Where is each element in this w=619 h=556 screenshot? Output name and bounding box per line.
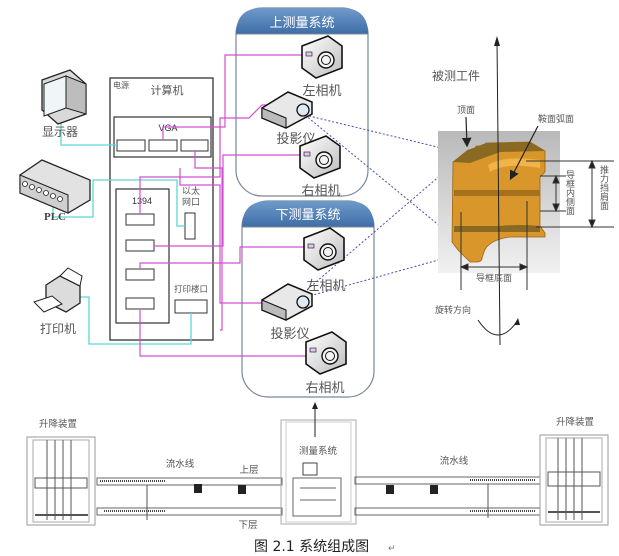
- workpiece-title: 被测工件: [432, 69, 480, 83]
- top-face-label: 顶面: [457, 105, 475, 116]
- top-face-arrow: [461, 116, 472, 148]
- firewire-label: 1394: [132, 196, 152, 206]
- plc-icon: PLC: [19, 159, 91, 223]
- firewire-port-4: [125, 297, 155, 310]
- vga-port-2: [148, 139, 178, 152]
- computer-box: 电源 计算机 VGA 1394 以太 网口 打印楼口: [109, 77, 214, 341]
- rotation-arrow-icon: [477, 319, 519, 336]
- guide-bottom-label: 导框底面: [476, 272, 512, 284]
- magenta-wires: [139, 54, 322, 357]
- lower-projector-label: 投影仪: [270, 326, 309, 342]
- left-conveyor-label: 流水线: [166, 458, 195, 470]
- upper-right-camera-icon: [299, 135, 341, 179]
- right-conveyor: [354, 476, 541, 518]
- ethernet-port: [184, 212, 196, 240]
- left-conveyor: [96, 477, 283, 520]
- paragraph-mark: ↵: [388, 544, 396, 554]
- lower-layer-label: 下层: [238, 520, 257, 531]
- firewire-port-1: [125, 213, 155, 226]
- figure-caption: 图 2.1 系统组成图: [254, 539, 369, 555]
- workpiece-figure: 被测工件 顶面 鞍面弧面: [432, 36, 614, 346]
- vga-label: VGA: [158, 123, 177, 133]
- printer-label: 打印机: [40, 322, 76, 336]
- monitor-label: 显示器: [42, 125, 78, 139]
- vga-card: [113, 116, 212, 158]
- right-lift-device: [539, 434, 609, 526]
- lower-right-camera-icon: [305, 331, 347, 375]
- firewire-card: [115, 188, 170, 324]
- vga-port-1: [116, 139, 146, 152]
- upper-right-camera-label: 右相机: [301, 184, 340, 199]
- rotation-axis: [496, 39, 501, 346]
- upper-system-title: 上测量系统: [269, 16, 334, 31]
- power-label: 电源: [113, 80, 129, 90]
- guide-inner-label: 导框内侧面: [564, 170, 575, 216]
- printer-port: [174, 299, 208, 314]
- printer-port-label: 打印楼口: [174, 284, 208, 295]
- production-line: [26, 402, 609, 526]
- saddle-arc-label: 鞍面弧面: [538, 113, 574, 125]
- firewire-port-3: [125, 268, 155, 281]
- upper-projector-icon: [261, 91, 313, 129]
- measure-system-label: 测量系统: [299, 445, 338, 457]
- ethernet-label-1: 以太: [182, 185, 200, 197]
- lower-left-camera-label: 左相机: [306, 279, 345, 294]
- left-lift-label: 升降装置: [39, 418, 77, 430]
- thrust-face-label: 推力挡肩面: [598, 164, 609, 211]
- right-conveyor-label: 流水线: [440, 455, 469, 467]
- upper-left-camera-icon: [301, 35, 343, 79]
- saddle-arc-arrow: [509, 125, 539, 181]
- lower-projector-icon: [261, 283, 313, 321]
- lower-system-title: 下测量系统: [275, 208, 340, 223]
- measure-station: [280, 419, 357, 525]
- lower-right-camera-label: 右相机: [305, 381, 344, 396]
- upper-left-camera-label: 左相机: [302, 84, 341, 99]
- ethernet-label-2: 网口: [182, 197, 200, 208]
- rotation-label: 旋转方向: [435, 304, 471, 316]
- dimension-lines: [459, 159, 614, 290]
- left-lift-device: [26, 436, 96, 526]
- monitor-icon: 显示器: [41, 69, 87, 139]
- lower-left-camera-icon: [303, 227, 345, 271]
- plc-label: PLC: [44, 211, 66, 223]
- firewire-port-2: [125, 239, 155, 252]
- upper-layer-label: 上层: [239, 465, 258, 476]
- right-lift-label: 升降装置: [556, 416, 594, 428]
- projection-lines: [294, 114, 459, 301]
- computer-title: 计算机: [151, 83, 184, 97]
- vga-port-3: [180, 139, 209, 152]
- printer-icon: 打印机: [33, 267, 83, 336]
